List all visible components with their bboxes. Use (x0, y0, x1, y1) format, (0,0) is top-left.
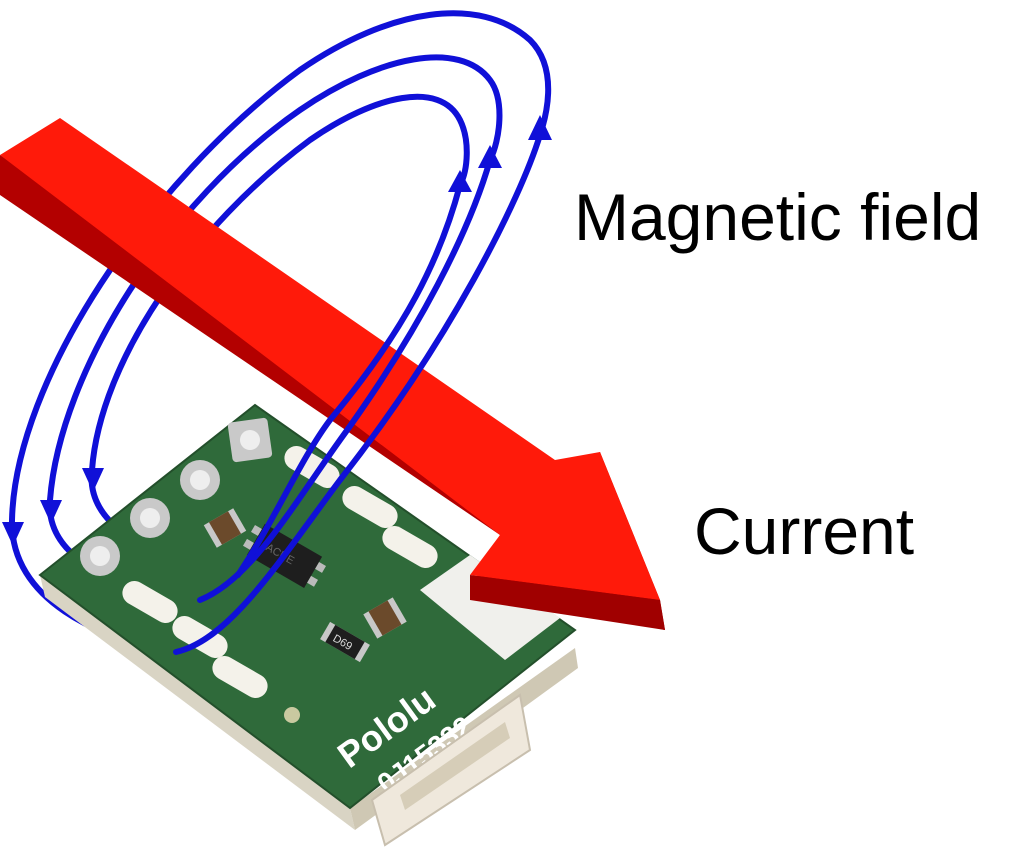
arrowhead-up-icon (448, 170, 472, 192)
pcb-slots (122, 446, 438, 698)
magnetic-field-label: Magnetic field (574, 180, 982, 254)
pad-hole (140, 508, 160, 528)
arrowhead-down-icon (40, 500, 62, 524)
arrow-head-bottom (470, 575, 665, 630)
field-loop-outer-front (173, 132, 543, 655)
capacitor-top (203, 508, 247, 548)
arrowhead-up-icon (528, 115, 552, 140)
pcb-slot (172, 616, 228, 658)
field-loop-outer-back (8, 10, 552, 655)
mounting-dot (284, 707, 300, 723)
pcb-slot (284, 446, 340, 488)
pcb-slot (212, 656, 268, 698)
capacitor-bottom (363, 597, 407, 639)
pcb-slot (342, 486, 398, 528)
current-label: Current (694, 494, 915, 568)
arrowhead-up-icon (478, 145, 502, 168)
resistor: D69 (320, 621, 370, 663)
magnetic-field-loops-front (173, 132, 543, 655)
pad-hole (90, 546, 110, 566)
field-arrowheads (2, 115, 552, 546)
field-loop-middle-back (46, 54, 503, 603)
through-hole-pads (80, 417, 273, 576)
field-loop-inner-back (88, 93, 470, 578)
current-arrow (0, 118, 665, 630)
arrow-top (0, 118, 660, 600)
magnetic-field-loops-back (8, 10, 552, 655)
connector (370, 693, 532, 847)
pcb-slot (122, 581, 178, 623)
arrowhead-down-icon (2, 522, 24, 546)
arrowhead-down-icon (82, 468, 104, 492)
field-loop-inner-front (235, 182, 463, 578)
pcb-edge (40, 575, 355, 830)
pad-hole (240, 430, 260, 450)
pcb-label-pad (420, 555, 560, 660)
pcb-top (38, 403, 577, 810)
pcb-slot (382, 526, 438, 568)
pad-hole (190, 470, 210, 490)
pcb-board: ACUE D69 Pololu 0J15332 (38, 403, 578, 847)
